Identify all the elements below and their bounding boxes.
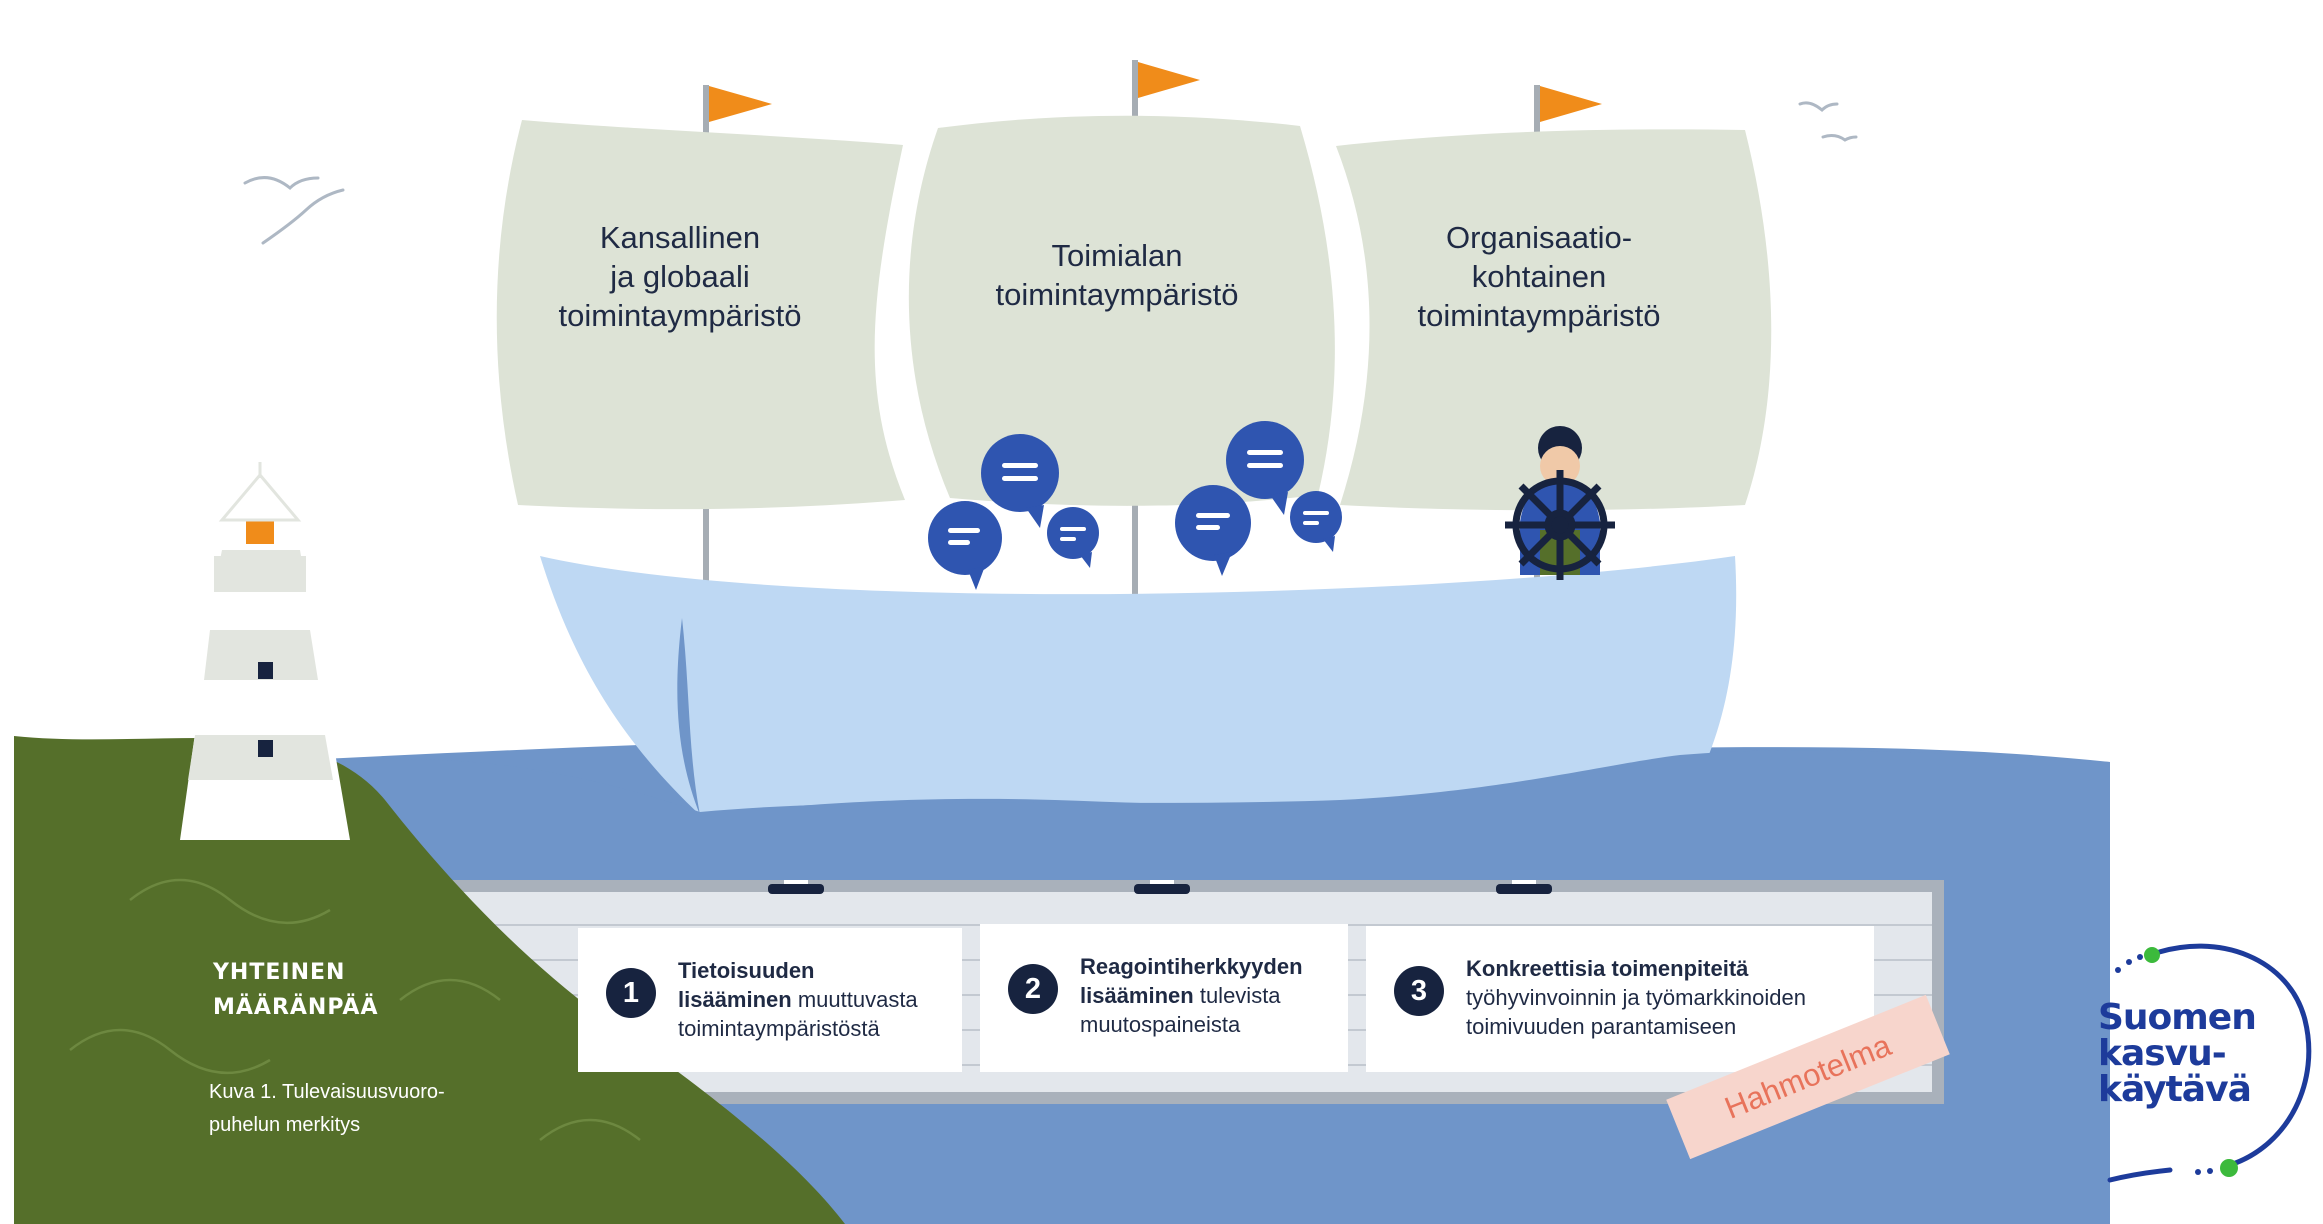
seagull-icon <box>243 101 1858 245</box>
destination-title: YHTEINEN MÄÄRÄNPÄÄ <box>213 960 379 1020</box>
speech-bubble-icon <box>1290 491 1342 552</box>
step-text: Konkreettisia toimenpiteitä työhyvinvoin… <box>1466 956 1806 1039</box>
flag-icon <box>1138 62 1200 98</box>
flag-icon <box>709 86 772 122</box>
step-number-badge: 2 <box>1008 964 1058 1014</box>
step-number-badge: 1 <box>606 968 656 1018</box>
speech-bubble-icon <box>981 434 1059 528</box>
sail-organisation <box>1336 129 1772 511</box>
logo-ring <box>2107 943 2312 1183</box>
step-text: Tietoisuuden lisääminen muuttuvasta toim… <box>678 958 918 1041</box>
sea-wave <box>300 750 2110 880</box>
step-box-3: 3 Konkreettisia toimenpiteitä työhyvinvo… <box>1366 926 1874 1072</box>
sail-national-global <box>496 120 905 510</box>
sail-label-industry: Toimialan toimintaympäristö <box>995 238 1239 312</box>
logo-dots <box>2115 954 2213 1175</box>
speech-bubble-icon <box>1047 507 1099 568</box>
sail-label-organisation: Organisaatio- kohtainen toimintaympärist… <box>1417 220 1661 333</box>
step-box-1: 1 Tietoisuuden lisääminen muuttuvasta to… <box>578 928 962 1072</box>
ship-wheel-icon <box>1505 470 1615 580</box>
flag-icon <box>1540 86 1602 122</box>
speech-bubble-icon <box>1175 485 1251 576</box>
logo-text: Suomen kasvu- käytävä <box>2098 997 2257 1110</box>
sail-label-national-global: Kansallinen ja globaali toimintaympärist… <box>558 220 802 333</box>
step-number-badge: 3 <box>1394 966 1444 1016</box>
ship-hull <box>540 556 1737 815</box>
sail-industry <box>908 115 1335 506</box>
figure-caption: Kuva 1. Tulevaisuusvuoro- puhelun merkit… <box>209 1081 445 1136</box>
step-text: Reagointiherkkyyden lisääminen tulevista… <box>1080 954 1303 1037</box>
island <box>14 736 845 1224</box>
step-box-2: 2 Reagointiherkkyyden lisääminen tulevis… <box>980 924 1348 1072</box>
logo-dot <box>2144 947 2160 963</box>
speech-bubble-icon <box>928 501 1002 590</box>
speech-bubble-icon <box>1226 421 1304 515</box>
lighthouse-icon <box>180 462 350 840</box>
logo-dot <box>2220 1159 2238 1177</box>
